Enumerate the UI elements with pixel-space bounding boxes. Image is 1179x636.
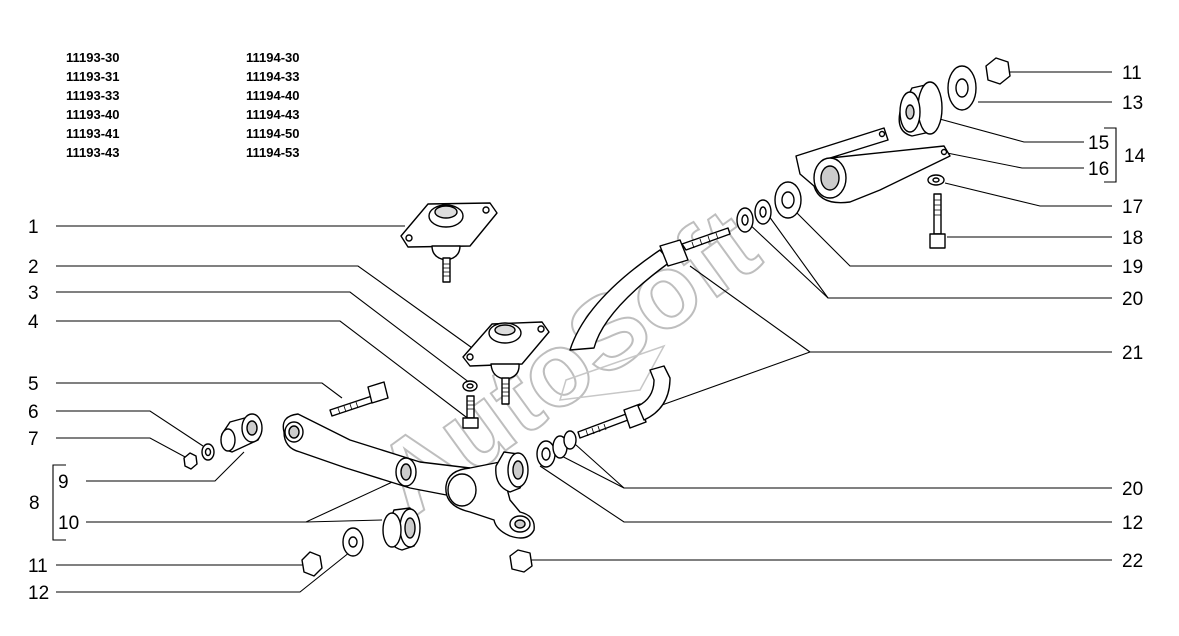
- callout-12-left: 12: [28, 583, 49, 604]
- silent-block-arm: [495, 451, 529, 493]
- upper-ball-joint: [400, 202, 498, 283]
- washer-13-hole: [955, 78, 969, 98]
- strut-bracket-16: [795, 127, 951, 204]
- leader-20-bottom-a: [565, 435, 1112, 489]
- callout-17: 17: [1122, 197, 1143, 218]
- washer-12-left-hole: [348, 536, 358, 548]
- leader-12-left: [56, 551, 351, 593]
- leader-9: [86, 451, 245, 482]
- leader-2: [56, 265, 476, 351]
- bolt-4: [462, 395, 479, 429]
- callout-8: 8: [29, 493, 40, 514]
- model-code: 11194-50: [246, 126, 300, 141]
- model-code: 11194-43: [246, 107, 300, 122]
- watermark-logo-shape: [558, 344, 666, 401]
- model-code: 11194-53: [246, 145, 300, 160]
- parts: [183, 57, 1011, 577]
- leader-10: [86, 477, 402, 523]
- bracket-14: [1104, 127, 1117, 183]
- callout-12-right: 12: [1122, 513, 1143, 534]
- strut-rod-upper: [569, 227, 731, 351]
- washer-hole: [466, 383, 474, 389]
- leader-17: [944, 182, 1112, 207]
- leader-10b: [305, 519, 383, 523]
- callout-11-left: 11: [28, 556, 48, 577]
- bolt-18: [929, 193, 946, 249]
- model-code: 11193-40: [66, 107, 120, 122]
- model-code: 11193-31: [66, 69, 120, 84]
- nut-7: [183, 452, 198, 470]
- washer-17-hole: [932, 177, 940, 183]
- silent-block-lower: [382, 507, 421, 551]
- callout-15: 15: [1088, 133, 1109, 154]
- model-code: 11193-33: [66, 88, 120, 103]
- leader-4: [56, 320, 471, 421]
- leader-21-b: [647, 351, 811, 411]
- washer-20-top-a-hole: [741, 214, 749, 226]
- callout-22: 22: [1122, 551, 1143, 572]
- leader-15: [935, 117, 1084, 143]
- washer-20-top-b-hole: [759, 206, 767, 218]
- callout-5: 5: [28, 374, 39, 395]
- callout-14: 14: [1124, 146, 1146, 167]
- callout-7: 7: [28, 429, 39, 450]
- rubber-cushion-15: [898, 81, 943, 137]
- nut-11-left: [301, 551, 323, 577]
- lower-ball-joint: [462, 321, 550, 405]
- callout-3: 3: [28, 283, 39, 304]
- callout-2: 2: [28, 257, 39, 278]
- callout-18: 18: [1122, 228, 1143, 249]
- leader-lines: [52, 71, 1117, 593]
- washer-20-bottom-a-hole: [541, 447, 551, 461]
- lower-arm-10: [282, 413, 535, 539]
- model-code: 11193-41: [66, 126, 120, 141]
- callout-9: 9: [58, 472, 69, 493]
- washer-6-hole: [204, 447, 212, 457]
- leader-5: [56, 382, 343, 399]
- callout-6: 6: [28, 402, 39, 423]
- callout-19: 19: [1122, 257, 1143, 278]
- leader-7: [56, 437, 188, 459]
- bolt-5: [329, 381, 389, 417]
- leader-21-a: [689, 265, 811, 353]
- callout-20-top: 20: [1122, 289, 1143, 310]
- model-code: 11194-33: [246, 69, 300, 84]
- leader-16: [941, 151, 1084, 169]
- callout-4: 4: [28, 312, 39, 333]
- callout-11-right: 11: [1122, 63, 1142, 84]
- model-code: 11193-43: [66, 145, 120, 160]
- callout-20-bottom: 20: [1122, 479, 1143, 500]
- leader-6: [56, 410, 204, 447]
- strut-rod-lower: [577, 365, 671, 439]
- leader-3: [56, 291, 471, 384]
- nut-11-right: [985, 57, 1011, 85]
- model-code: 11194-40: [246, 88, 300, 103]
- callout-16: 16: [1088, 159, 1109, 180]
- washer-19-hole: [781, 191, 795, 209]
- nut-22: [509, 549, 533, 573]
- silent-block-9: [220, 413, 263, 453]
- callout-13: 13: [1122, 93, 1143, 114]
- model-code: 11193-30: [66, 50, 120, 65]
- model-list-right: 11194-30 11194-33 11194-40 11194-43 1119…: [246, 48, 300, 162]
- leader-12-right: [539, 465, 1112, 523]
- bracket-8: [52, 464, 66, 541]
- leader-20-top-b: [765, 211, 829, 299]
- model-list-left: 11193-30 11193-31 11193-33 11193-40 1119…: [66, 48, 120, 162]
- callout-21: 21: [1122, 343, 1143, 364]
- model-code: 11194-30: [246, 50, 300, 65]
- callout-10: 10: [58, 513, 79, 534]
- washer-12-right: [563, 430, 577, 450]
- callout-numbers: 1 2 3 4 5 6 7 8 9 10 11 12 11 13 14 15 1…: [28, 63, 1146, 604]
- leader-19: [789, 205, 1112, 267]
- callout-1: 1: [28, 217, 39, 238]
